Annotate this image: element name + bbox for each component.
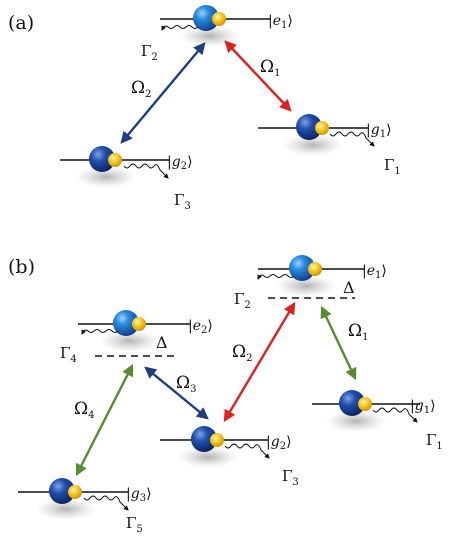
ket-e1-b: |e1⟩ bbox=[362, 263, 387, 281]
level-e1-a: |e1⟩ bbox=[160, 5, 293, 47]
decay-gamma4-b: Γ4 bbox=[60, 329, 119, 365]
level-g3-b: |g3⟩ bbox=[18, 478, 152, 520]
level-e2-b: |e2⟩ Δ bbox=[78, 310, 213, 357]
coupling-omega1-b: Ω1 bbox=[320, 305, 368, 381]
coupling-omega2-a: Ω2 bbox=[120, 42, 206, 144]
omega1-b-label: Ω1 bbox=[348, 321, 368, 343]
decay-gamma1-a: Γ1 bbox=[329, 131, 401, 177]
ket-e1-a: |e1⟩ bbox=[268, 13, 293, 31]
coupling-omega1-a: Ω1 bbox=[224, 40, 292, 112]
omega2-a-label: Ω2 bbox=[131, 78, 151, 100]
level-e1-b: |e1⟩ Δ bbox=[258, 255, 387, 299]
level-g2-b: |g2⟩ bbox=[160, 426, 292, 468]
ket-g2-b: |g2⟩ bbox=[266, 434, 292, 452]
gamma5-b-label: Γ5 bbox=[126, 514, 143, 535]
gamma4-b-label: Γ4 bbox=[60, 344, 77, 365]
level-g2-a: |g2⟩ bbox=[60, 146, 193, 188]
omega3-b-label: Ω3 bbox=[176, 373, 196, 395]
coupling-omega2-b: Ω2 bbox=[223, 301, 296, 423]
gamma2-b-label: Γ2 bbox=[234, 290, 251, 311]
coupling-omega4-b: Ω4 bbox=[74, 363, 134, 477]
decay-gamma1-b: Γ1 bbox=[372, 407, 443, 452]
omega4-b-label: Ω4 bbox=[74, 399, 94, 421]
gamma3-b-label: Γ3 bbox=[282, 467, 299, 488]
gamma2-a-label: Γ2 bbox=[141, 42, 158, 63]
gamma1-b-label: Γ1 bbox=[426, 431, 443, 452]
ket-g3-b: |g3⟩ bbox=[126, 486, 152, 504]
panel-a-label: (a) bbox=[8, 12, 34, 34]
coupling-omega3-b: Ω3 bbox=[144, 366, 209, 420]
ket-g1-b: |g1⟩ bbox=[410, 398, 436, 416]
decay-gamma3-b: Γ3 bbox=[224, 443, 299, 488]
ket-g1-a: |g1⟩ bbox=[366, 122, 392, 140]
omega2-b-label: Ω2 bbox=[232, 342, 252, 364]
level-g1-a: |g1⟩ bbox=[258, 114, 392, 156]
ket-e2-b: |e2⟩ bbox=[188, 318, 213, 336]
delta-e2-b: Δ bbox=[156, 333, 168, 352]
gamma1-a-label: Γ1 bbox=[384, 156, 401, 177]
gamma3-a-label: Γ3 bbox=[174, 191, 191, 212]
omega1-a-label: Ω1 bbox=[260, 57, 280, 79]
decay-gamma3-a: Γ3 bbox=[123, 163, 191, 212]
level-g1-b: |g1⟩ bbox=[312, 390, 436, 432]
decay-gamma5-b: Γ5 bbox=[83, 495, 143, 535]
ket-g2-a: |g2⟩ bbox=[167, 154, 193, 172]
panel-b-label: (b) bbox=[8, 256, 35, 278]
delta-e1-b: Δ bbox=[343, 278, 355, 297]
